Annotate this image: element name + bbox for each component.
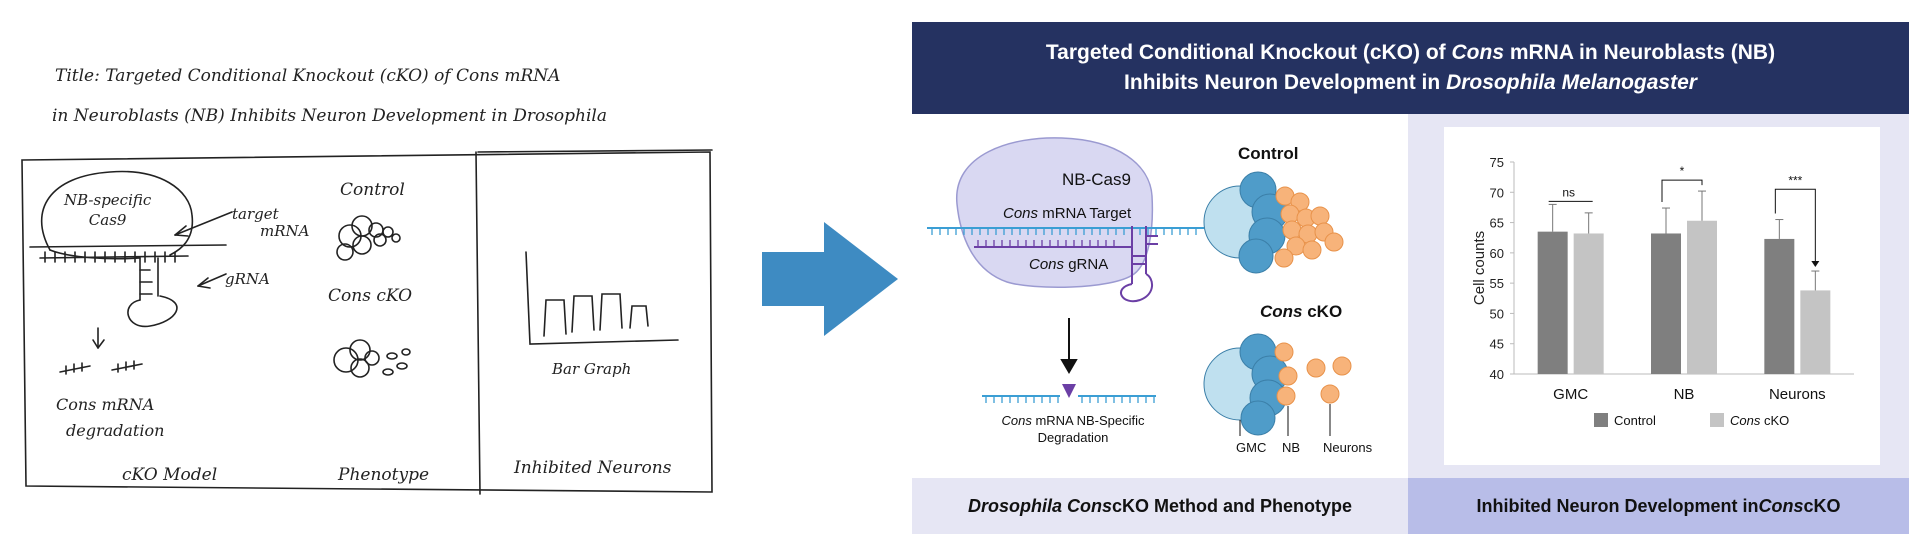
cas9-label: NB-Cas9 bbox=[1062, 170, 1131, 189]
legend-swatch bbox=[1594, 413, 1608, 427]
down-arrow-icon bbox=[1060, 318, 1078, 374]
sketch-target-line1: target bbox=[232, 205, 279, 223]
target-label: Cons mRNA Target bbox=[1003, 205, 1132, 222]
nb-label: NB bbox=[1282, 440, 1301, 455]
sketch-cas9-blob bbox=[40, 170, 194, 256]
method-illustration bbox=[927, 137, 1352, 436]
sketch-rna-line bbox=[29, 244, 227, 248]
guide-rna bbox=[974, 226, 1158, 303]
x-tick-label: Neurons bbox=[1769, 386, 1826, 403]
sketch-title-line2: in Neuroblasts (NB) Inhibits Neuron Deve… bbox=[52, 106, 607, 126]
cell-pointer-lines bbox=[1239, 404, 1331, 436]
sketch-degradation-label: Cons mRNA degradation bbox=[56, 392, 164, 444]
degradation-line1: Cons mRNA NB-Specific bbox=[1001, 413, 1145, 428]
x-tick-label: NB bbox=[1674, 386, 1695, 403]
sketch-box bbox=[21, 151, 713, 493]
footer-results: Inhibited Neuron Development in Cons cKO bbox=[1408, 478, 1909, 534]
y-tick-label: 65 bbox=[1490, 216, 1504, 231]
bar-0 bbox=[1651, 233, 1681, 374]
neurons-label: Neurons bbox=[1323, 440, 1373, 455]
right-arrow-icon bbox=[762, 222, 898, 336]
gmc-label: GMC bbox=[1236, 440, 1267, 455]
sketch-nb-cas9-line2: Cas9 bbox=[88, 211, 127, 229]
sketch-phenotype-label: Phenotype bbox=[338, 465, 430, 485]
figure-title: Targeted Conditional Knockout (cKO) of C… bbox=[912, 22, 1909, 114]
cleavage-site-marker bbox=[1062, 384, 1076, 398]
cko-cells bbox=[1203, 333, 1352, 436]
y-tick-label: 45 bbox=[1490, 337, 1504, 352]
sketch-control-label: Control bbox=[340, 180, 405, 200]
sketch-target-label: target mRNA bbox=[232, 206, 309, 240]
sketch-divider bbox=[475, 151, 481, 495]
bar-0 bbox=[1537, 231, 1568, 374]
sketch-drawing bbox=[21, 149, 713, 495]
significance-label: *** bbox=[1788, 173, 1802, 187]
sketch-axes bbox=[525, 251, 679, 345]
sketch-panel: Title: Targeted Conditional Knockout (cK… bbox=[0, 0, 730, 551]
y-tick-label: 40 bbox=[1490, 367, 1504, 382]
sketch-degradation-line1: Cons mRNA bbox=[56, 395, 155, 414]
sketch-nb-cas9-label: NB-specific Cas9 bbox=[64, 190, 151, 230]
target-rna-strand bbox=[927, 227, 1204, 235]
sketch-target-line2: mRNA bbox=[260, 222, 310, 240]
bar-1 bbox=[1800, 290, 1831, 374]
legend-label: Cons cKO bbox=[1730, 413, 1789, 428]
significance-label: ns bbox=[1562, 185, 1575, 199]
y-tick-label: 70 bbox=[1490, 185, 1504, 200]
sketch-cko-model-label: cKO Model bbox=[122, 465, 218, 485]
legend-label-em: Cons bbox=[1730, 413, 1761, 428]
significance-bracket bbox=[1774, 188, 1816, 266]
x-tick-label: GMC bbox=[1553, 386, 1588, 403]
bar-0 bbox=[1764, 238, 1795, 374]
y-tick-label: 55 bbox=[1490, 276, 1504, 291]
degradation-label: Cons mRNA NB-Specific Degradation bbox=[968, 412, 1178, 446]
sketch-grna-label: gRNA bbox=[225, 270, 270, 288]
cons-cko-label: Cons cKO bbox=[1260, 302, 1343, 321]
significance-bracket bbox=[1661, 179, 1703, 203]
sketch-degradation-line2: degradation bbox=[66, 421, 165, 440]
bar-1 bbox=[1573, 233, 1604, 374]
figure-title-line1: Targeted Conditional Knockout (cKO) of C… bbox=[1045, 41, 1776, 64]
significance-arrowhead bbox=[1811, 261, 1820, 268]
legend-label-rest: cKO bbox=[1760, 413, 1789, 428]
control-cells bbox=[1203, 171, 1344, 274]
sketch-cons-cko-label: Cons cKO bbox=[328, 286, 413, 306]
y-tick-label: 75 bbox=[1490, 155, 1504, 170]
sketch-nb-cas9-line1: NB-specific bbox=[64, 191, 152, 209]
sketch-bar-graph-label: Bar Graph bbox=[552, 360, 632, 378]
y-tick-label: 60 bbox=[1490, 246, 1504, 261]
control-label: Control bbox=[1238, 144, 1299, 163]
significance-label: * bbox=[1680, 164, 1685, 178]
footer-method: Drosophila Cons cKO Method and Phenotype bbox=[912, 478, 1408, 534]
legend-label: Control bbox=[1614, 413, 1656, 428]
degraded-rna bbox=[982, 395, 1156, 403]
sketch-inhibited-neurons-label: Inhibited Neurons bbox=[514, 458, 672, 478]
y-axis-label: Cell counts bbox=[1471, 231, 1488, 305]
y-tick-label: 50 bbox=[1490, 306, 1504, 321]
bar-1 bbox=[1687, 220, 1717, 374]
legend-swatch bbox=[1710, 413, 1724, 427]
degradation-line2: Degradation bbox=[1037, 430, 1109, 445]
grna-label: Cons gRNA bbox=[1029, 256, 1109, 273]
sketch-title-line1: Title: Targeted Conditional Knockout (cK… bbox=[55, 66, 561, 86]
figure-title-line2: Inhibits Neuron Development in Drosophil… bbox=[1124, 71, 1697, 94]
